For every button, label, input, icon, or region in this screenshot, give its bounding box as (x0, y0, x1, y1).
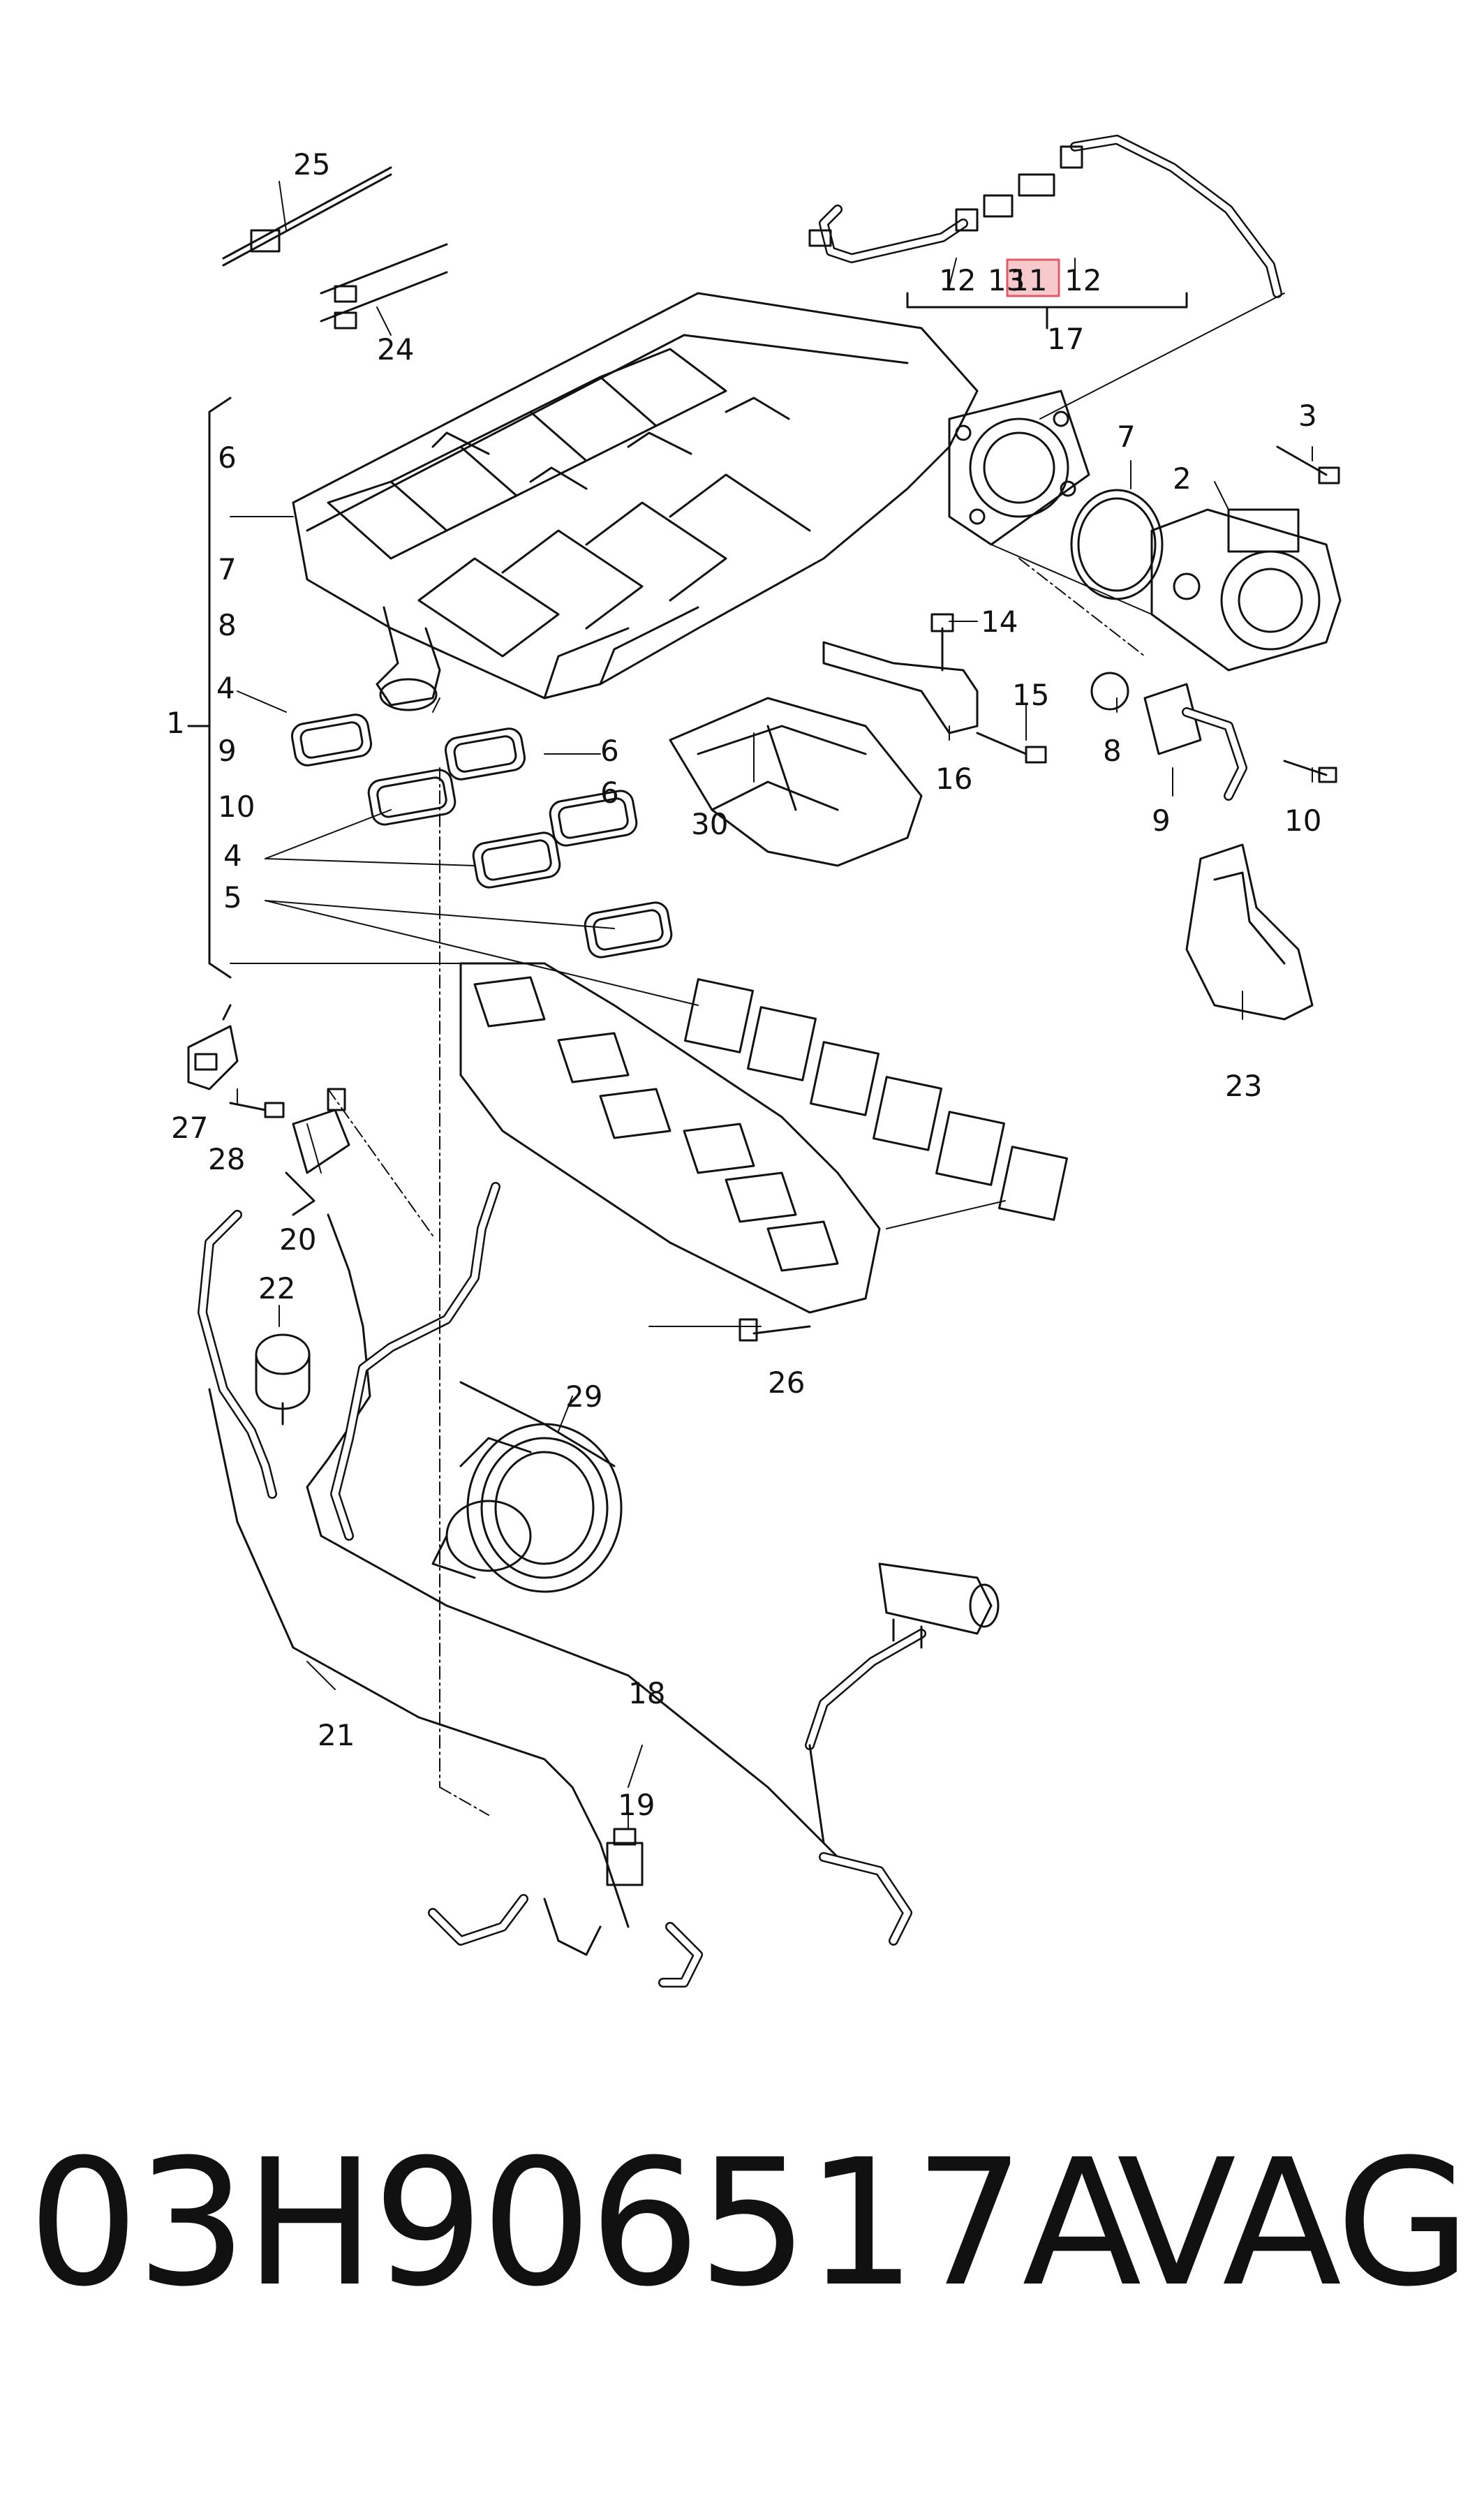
manifold-gasket-strip (684, 978, 1068, 1221)
callout-10: 10 (1284, 804, 1321, 838)
callout-13: 13 (988, 263, 1025, 297)
lower-intake-manifold (459, 962, 881, 1342)
callout-4: 4 (223, 838, 242, 873)
throttle-seal (1070, 489, 1164, 600)
pressure-sensor (878, 1562, 1000, 1649)
callout-5: 5 (223, 880, 242, 915)
breather-hose-assembly (808, 135, 1282, 330)
callout-8-group: 8 (218, 608, 237, 642)
callout-29: 29 (565, 1379, 602, 1414)
callout-8: 8 (1103, 734, 1122, 768)
part-number: 03H906517A (28, 2122, 1141, 2325)
callout-24: 24 (377, 332, 414, 367)
heat-shield (669, 697, 923, 867)
vacuum-lines (198, 1182, 926, 1988)
callout-7-group: 7 (218, 552, 237, 586)
callout-28: 28 (208, 1142, 245, 1176)
callout-6-group: 6 (218, 441, 237, 475)
brand-name: VAG (1117, 2122, 1471, 2325)
solenoid-valve-20 (285, 1088, 350, 1216)
callout-3: 3 (1298, 399, 1317, 433)
callout-16: 16 (935, 762, 972, 796)
cover-23 (1185, 843, 1314, 1021)
callout-18: 18 (628, 1676, 665, 1710)
valve-19 (606, 1828, 644, 1886)
callout-12-right: 12 (1064, 263, 1101, 297)
callout-22: 22 (258, 1271, 295, 1305)
vacuum-reservoir (255, 1333, 311, 1426)
manifold-inlet-pipe (376, 606, 441, 711)
leader-lines (230, 181, 1313, 1830)
highlighted-callout-11 (1006, 258, 1060, 297)
footer: 03H906517A VAG (0, 2108, 1484, 2402)
callout-25: 25 (293, 147, 330, 182)
callout-19: 19 (618, 1788, 655, 1822)
guide-lines (327, 558, 1145, 1816)
callout-17: 17 (1047, 322, 1084, 356)
callout-26: 26 (768, 1366, 805, 1400)
callout-9-group: 9 (218, 734, 237, 768)
callout-2: 2 (1173, 461, 1192, 496)
solenoid-valve-27 (187, 1004, 285, 1118)
intake-manifold (292, 292, 1090, 700)
callout-27: 27 (171, 1111, 208, 1145)
callout-9: 9 (1152, 804, 1171, 838)
pump-pulley (431, 1423, 623, 1593)
callout-20: 20 (279, 1222, 316, 1257)
callout-1: 1 (166, 706, 185, 740)
callout-6-lower: 6 (600, 776, 619, 810)
callout-15: 15 (1012, 678, 1049, 712)
callout-4-group: 4 (216, 671, 235, 705)
bolt-3 (1276, 445, 1340, 484)
gaskets (290, 713, 673, 959)
bracket-16 (822, 613, 1047, 764)
callout-12-left: 12 (939, 263, 976, 297)
cable-tie-24 (320, 243, 448, 330)
callout-7: 7 (1117, 420, 1136, 454)
callout-6-upper: 6 (600, 734, 619, 768)
hose-connector-9 (1090, 672, 1337, 801)
throttle-body (1150, 508, 1342, 672)
callout-30: 30 (691, 807, 728, 841)
callout-11: 11 (1010, 263, 1047, 297)
group-1-bracket (187, 397, 232, 979)
callout-10-group: 10 (218, 790, 255, 824)
callout-21: 21 (318, 1718, 355, 1752)
callout-labels: 1 2 3 4 4 5 6 6 6 7 7 8 8 9 9 10 10 11 1… (166, 147, 1321, 1822)
callout-23: 23 (1225, 1069, 1262, 1103)
cable-tie-25 (222, 166, 392, 267)
callout-14: 14 (981, 605, 1018, 639)
